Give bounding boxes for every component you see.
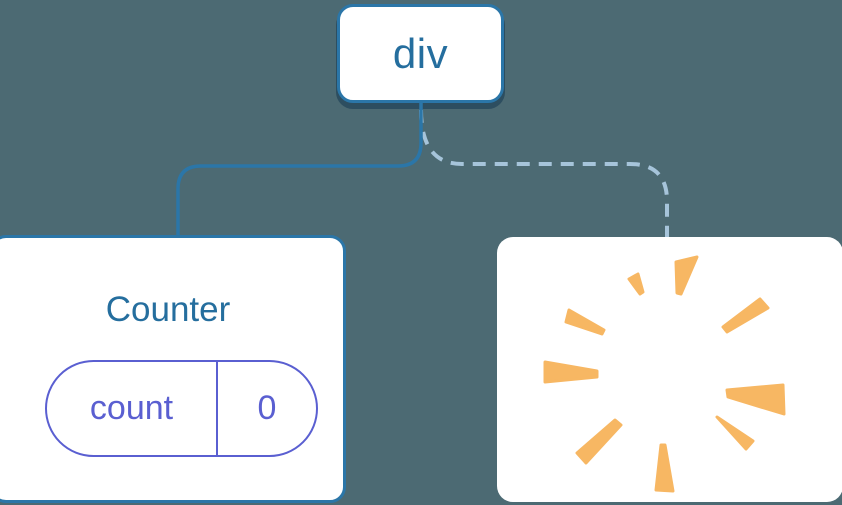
state-value-cell: 0 [218,362,316,455]
counter-title: Counter [105,290,231,329]
state-key-cell: count [47,362,218,455]
state-pill: count 0 [45,360,318,457]
counter-card: Counter count 0 [0,235,346,503]
root-div-node: div [337,4,504,103]
removed-component-card [497,237,842,502]
dashed-connector [419,109,669,237]
solid-connector [176,101,423,237]
state-key-label: count [89,389,174,427]
state-value: 0 [257,389,277,427]
root-node-label: div [392,29,449,77]
poof-burst-icon [543,255,786,493]
